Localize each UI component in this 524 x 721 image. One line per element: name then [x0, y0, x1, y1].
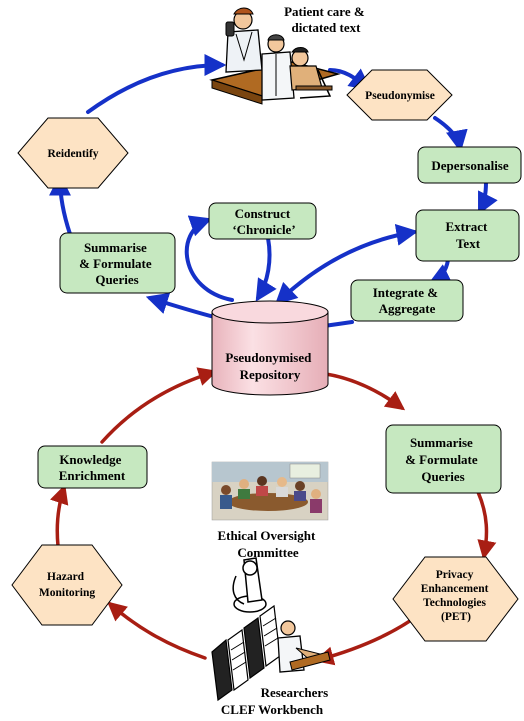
ethical-line-1: Ethical Oversight	[217, 528, 316, 543]
svg-text:Pseudonymise: Pseudonymise	[365, 90, 435, 102]
committee-meeting-photo	[211, 461, 329, 521]
summarise-top-line-1: Summarise	[84, 240, 147, 255]
arrow-reidentify-to-patient	[86, 54, 227, 114]
repository-line-1: Pseudonymised	[225, 350, 312, 365]
hazard-line-1: Hazard	[47, 571, 85, 583]
arrow-researchers-to-hazard	[107, 601, 207, 660]
svg-text:Construct ‘Chronicle’: Construct ‘Chronicle’	[232, 206, 295, 237]
reidentify-hexagon	[17, 117, 129, 189]
reidentify-label: Reidentify	[47, 148, 98, 160]
integrate-aggregate-box	[350, 279, 464, 322]
patient-care-line-2: dictated text	[292, 20, 362, 35]
svg-text:Reidentify: Reidentify	[47, 148, 98, 160]
patient-care-node: Patient care & dictated text	[209, 4, 368, 105]
arrow-repository-extract-bidirectional	[274, 223, 419, 306]
arrow-extract-to-integrate	[428, 258, 453, 284]
svg-text:Researchers CLEF Workben: Researchers CLEF Workbench	[221, 685, 332, 717]
hazard-hexagon	[11, 544, 123, 626]
pseudonymise-node: Pseudonymise	[346, 69, 453, 121]
integrate-aggregate-node: Integrate & Aggregate	[350, 279, 464, 322]
knowledge-line-2: Enrichment	[59, 468, 126, 483]
repository-cylinder-top	[211, 300, 329, 324]
arrow-pseudonymise-to-depersonalise	[433, 116, 468, 153]
knowledge-line-1: Knowledge	[59, 452, 121, 467]
researchers-line-1: Researchers	[261, 685, 329, 700]
svg-text:Extract Text: Extract Text	[445, 219, 490, 251]
pseudonymise-label: Pseudonymise	[365, 90, 435, 102]
arrow-depersonalise-to-extract	[478, 180, 498, 215]
pet-hexagon	[392, 556, 519, 642]
arrow-knowledge-to-repository	[100, 367, 218, 444]
construct-line-2: ‘Chronicle’	[232, 222, 295, 237]
construct-line-1: Construct	[235, 206, 291, 221]
ethical-oversight-node: Ethical Oversight Committee	[211, 461, 329, 560]
knowledge-enrichment-node: Knowledge Enrichment	[37, 445, 148, 489]
arrow-repository-to-summarise	[145, 292, 220, 320]
hazard-monitoring-node: Hazard Monitoring	[11, 544, 123, 626]
svg-text:Depersonalise: Depersonalise	[431, 158, 509, 173]
ethical-line-2: Committee	[237, 545, 299, 560]
svg-text:Integrate & Aggregate: Integrate & Aggregate	[373, 285, 442, 316]
svg-text:Ethical Oversight Commit: Ethical Oversight Committee	[217, 528, 318, 560]
knowledge-enrichment-box	[37, 445, 148, 489]
summarise-bottom-box	[385, 424, 502, 494]
summarise-top-box	[59, 232, 176, 294]
pet-line-2: Enhancement	[421, 583, 489, 595]
patient-care-line-1: Patient care &	[284, 4, 365, 19]
summarise-top-line-3: Queries	[95, 272, 138, 287]
summarise-bottom-line-2: & Formulate	[405, 452, 478, 467]
svg-text:Summarise & Formulate: Summarise & Formulate Queries	[405, 435, 481, 484]
depersonalise-label: Depersonalise	[431, 158, 509, 173]
repository-cylinder	[211, 312, 329, 396]
arrow-repository-to-construct	[184, 215, 234, 302]
pseudonymise-hexagon	[346, 69, 453, 121]
repository-line-2: Repository	[240, 367, 301, 382]
construct-chronicle-node: Construct ‘Chronicle’	[208, 202, 317, 240]
extract-text-line-1: Extract	[445, 219, 488, 234]
extract-text-line-2: Text	[456, 236, 481, 251]
arrow-hazard-to-knowledge	[50, 484, 69, 548]
pet-line-1: Privacy	[436, 569, 474, 581]
repository-node: Pseudonymised Repository	[211, 300, 329, 396]
researchers-lab-illustration	[211, 557, 331, 702]
hazard-line-2: Monitoring	[39, 587, 95, 599]
pet-line-3: Technologies	[423, 597, 486, 609]
svg-text:Patient care & dictated: Patient care & dictated text	[284, 4, 368, 35]
arrow-summarise-to-pet	[476, 490, 497, 560]
svg-text:Hazard Monitoring: Hazard Monitoring	[39, 571, 95, 599]
extract-text-node: Extract Text	[415, 209, 520, 262]
integrate-line-2: Aggregate	[379, 301, 436, 316]
svg-text:Knowledge Enrichment: Knowledge Enrichment	[59, 452, 126, 483]
summarise-bottom-node: Summarise & Formulate Queries	[385, 424, 502, 494]
pet-node: Privacy Enhancement Technologies (PET)	[392, 556, 519, 642]
arrow-construct-to-repository	[255, 236, 277, 302]
construct-chronicle-box	[208, 202, 317, 240]
svg-text:Privacy Enhancement: Privacy Enhancement Technologies (PET)	[421, 569, 492, 623]
summarise-bottom-line-1: Summarise	[410, 435, 473, 450]
depersonalise-node: Depersonalise	[417, 146, 522, 184]
svg-text:Summarise & Formulate: Summarise & Formulate Queries	[79, 240, 155, 287]
doctor-clinic-illustration	[209, 7, 341, 105]
arrow-pet-to-researchers	[314, 612, 422, 666]
extract-text-box	[415, 209, 520, 262]
researchers-line-2: CLEF Workbench	[221, 702, 324, 717]
svg-text:Pseudonymised Repository: Pseudonymised Repository	[225, 350, 314, 382]
pet-line-4: (PET)	[441, 611, 471, 623]
reidentify-node: Reidentify	[17, 117, 129, 189]
researchers-node: Researchers CLEF Workbench	[211, 557, 332, 717]
summarise-bottom-line-3: Queries	[421, 469, 464, 484]
integrate-line-1: Integrate &	[373, 285, 439, 300]
depersonalise-box	[417, 146, 522, 184]
summarise-top-node: Summarise & Formulate Queries	[59, 232, 176, 294]
arrow-repository-to-summarise-queries	[324, 372, 406, 411]
summarise-top-line-2: & Formulate	[79, 256, 152, 271]
